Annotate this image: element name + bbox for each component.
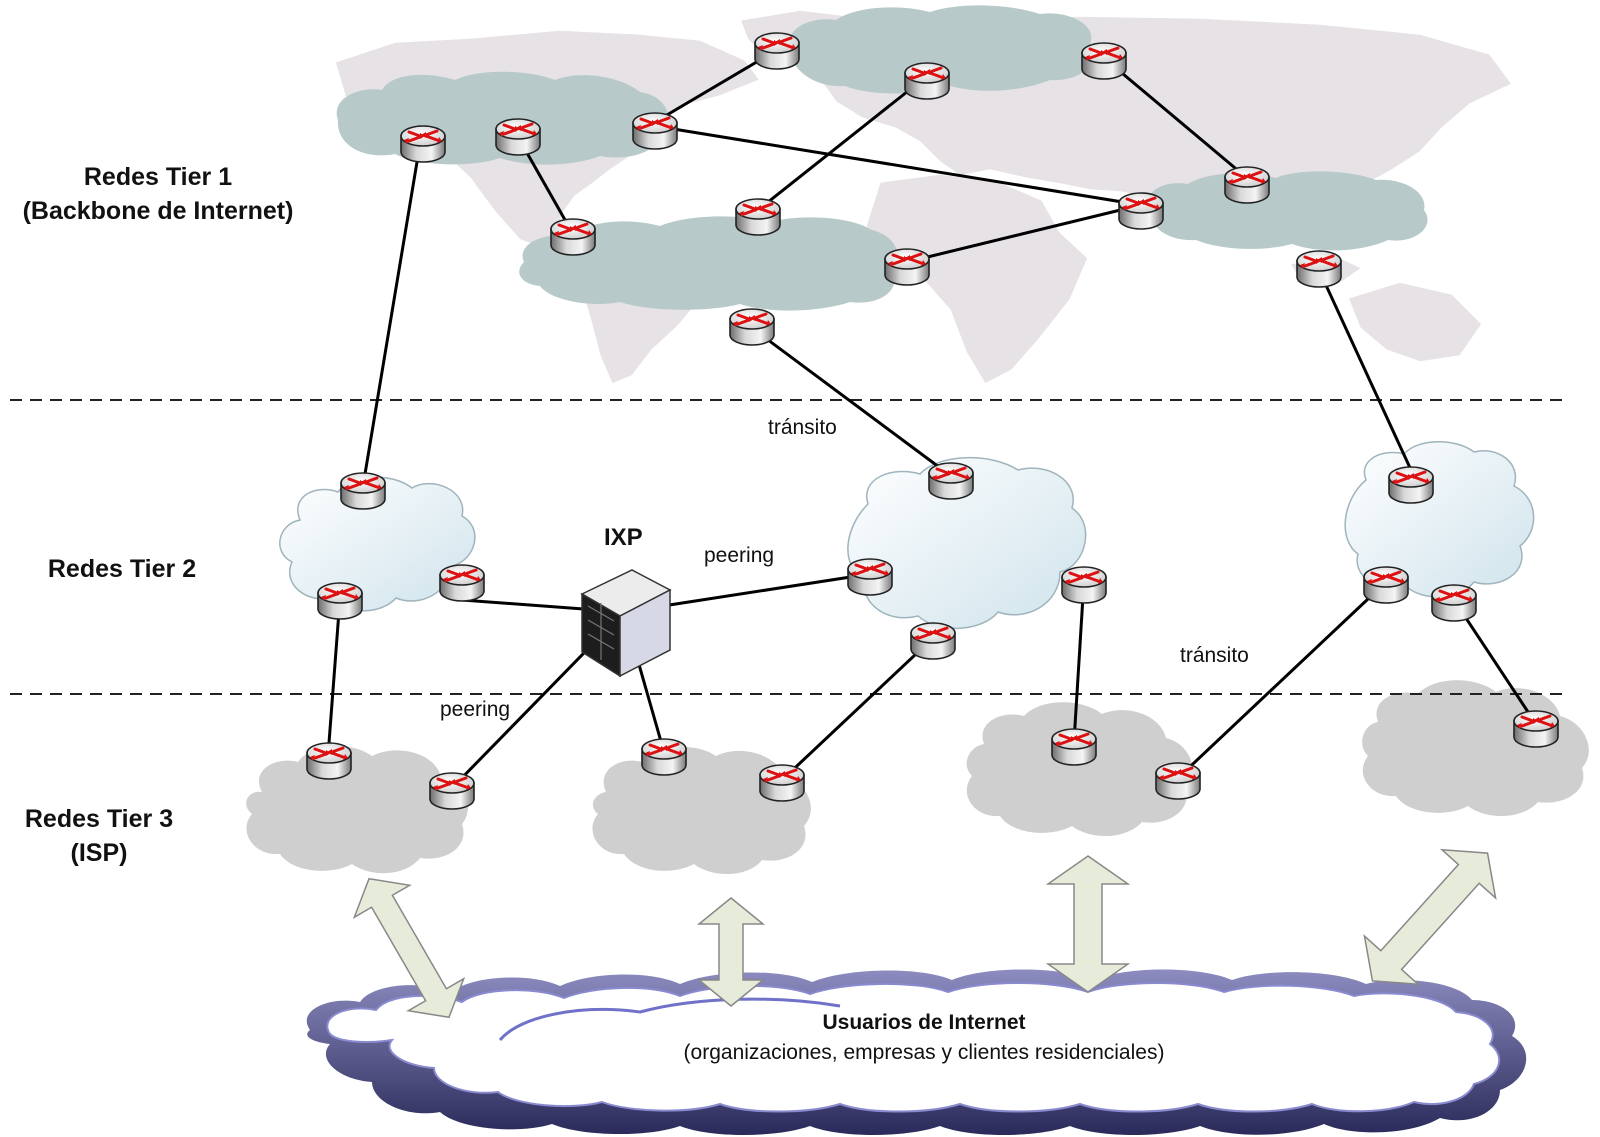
router-icon: [438, 563, 486, 603]
peering-label-2: peering: [440, 698, 511, 721]
router-icon: [903, 61, 951, 101]
tier1-cloud-europe: [789, 5, 1093, 94]
router-icon: [640, 737, 688, 777]
router-icon: [883, 247, 931, 287]
router-icon: [1295, 249, 1343, 289]
ixp-label: IXP: [604, 524, 643, 551]
router-icon: [1430, 583, 1478, 623]
router-icon: [753, 31, 801, 71]
users-title: Usuarios de Internet: [822, 1011, 1026, 1034]
router-icon: [909, 621, 957, 661]
router-icon: [428, 771, 476, 811]
transit-label-1: tránsito: [768, 416, 837, 439]
router-icon: [1512, 709, 1560, 749]
tier3-label-line2: (ISP): [70, 839, 128, 867]
router-icon: [1223, 165, 1271, 205]
peering-label-1: peering: [704, 544, 775, 567]
tier3-label: Redes Tier 3 (ISP): [0, 802, 198, 870]
router-icon: [1050, 727, 1098, 767]
double-arrow-icon: [696, 897, 766, 1007]
tier1-label: Redes Tier 1 (Backbone de Internet): [0, 160, 316, 228]
tier1-label-line1: Redes Tier 1: [83, 163, 233, 191]
router-icon: [927, 461, 975, 501]
router-icon: [1154, 761, 1202, 801]
tier2-label: Redes Tier 2: [20, 552, 224, 586]
tier1-label-line2: (Backbone de Internet): [22, 197, 294, 225]
access-arrows: [352, 848, 1497, 1019]
double-arrow-icon: [1363, 848, 1497, 986]
router-icon: [1387, 465, 1435, 505]
router-icon: [1362, 565, 1410, 605]
router-icon: [1060, 565, 1108, 605]
tier1-cloud-south-america-africa: [519, 216, 898, 311]
users-cloud: [306, 969, 1527, 1135]
router-icon: [1080, 41, 1128, 81]
router-icon: [1117, 191, 1165, 231]
tier3-cloud-4: [1362, 680, 1589, 817]
tier1-cloud-asia: [1148, 171, 1428, 251]
double-arrow-icon: [352, 877, 466, 1019]
router-icon: [846, 557, 894, 597]
router-icon: [631, 111, 679, 151]
tier3-label-line1: Redes Tier 3: [24, 805, 174, 833]
router-icon: [305, 741, 353, 781]
router-icon: [734, 197, 782, 237]
tier-separators: [10, 399, 1570, 695]
router-icon: [758, 763, 806, 803]
router-icon: [494, 117, 542, 157]
tier2-cloud-center: [847, 456, 1087, 629]
users-subtitle: (organizaciones, empresas y clientes res…: [683, 1041, 1165, 1064]
tier3-cloud-3: [966, 702, 1193, 837]
router-icon: [316, 581, 364, 621]
tier3-cloud-2: [592, 746, 811, 875]
router-icon: [339, 471, 387, 511]
router-icon: [728, 307, 776, 347]
router-icon: [549, 217, 597, 257]
double-arrow-icon: [1045, 855, 1131, 993]
router-icon: [399, 124, 447, 164]
ixp-server-icon: [580, 569, 672, 678]
transit-label-2: tránsito: [1180, 644, 1249, 667]
users-label: Usuarios de Internet (organizaciones, em…: [574, 1008, 1274, 1068]
tier3-cloud-1: [246, 745, 468, 874]
tier2-label-line1: Redes Tier 2: [47, 555, 197, 583]
